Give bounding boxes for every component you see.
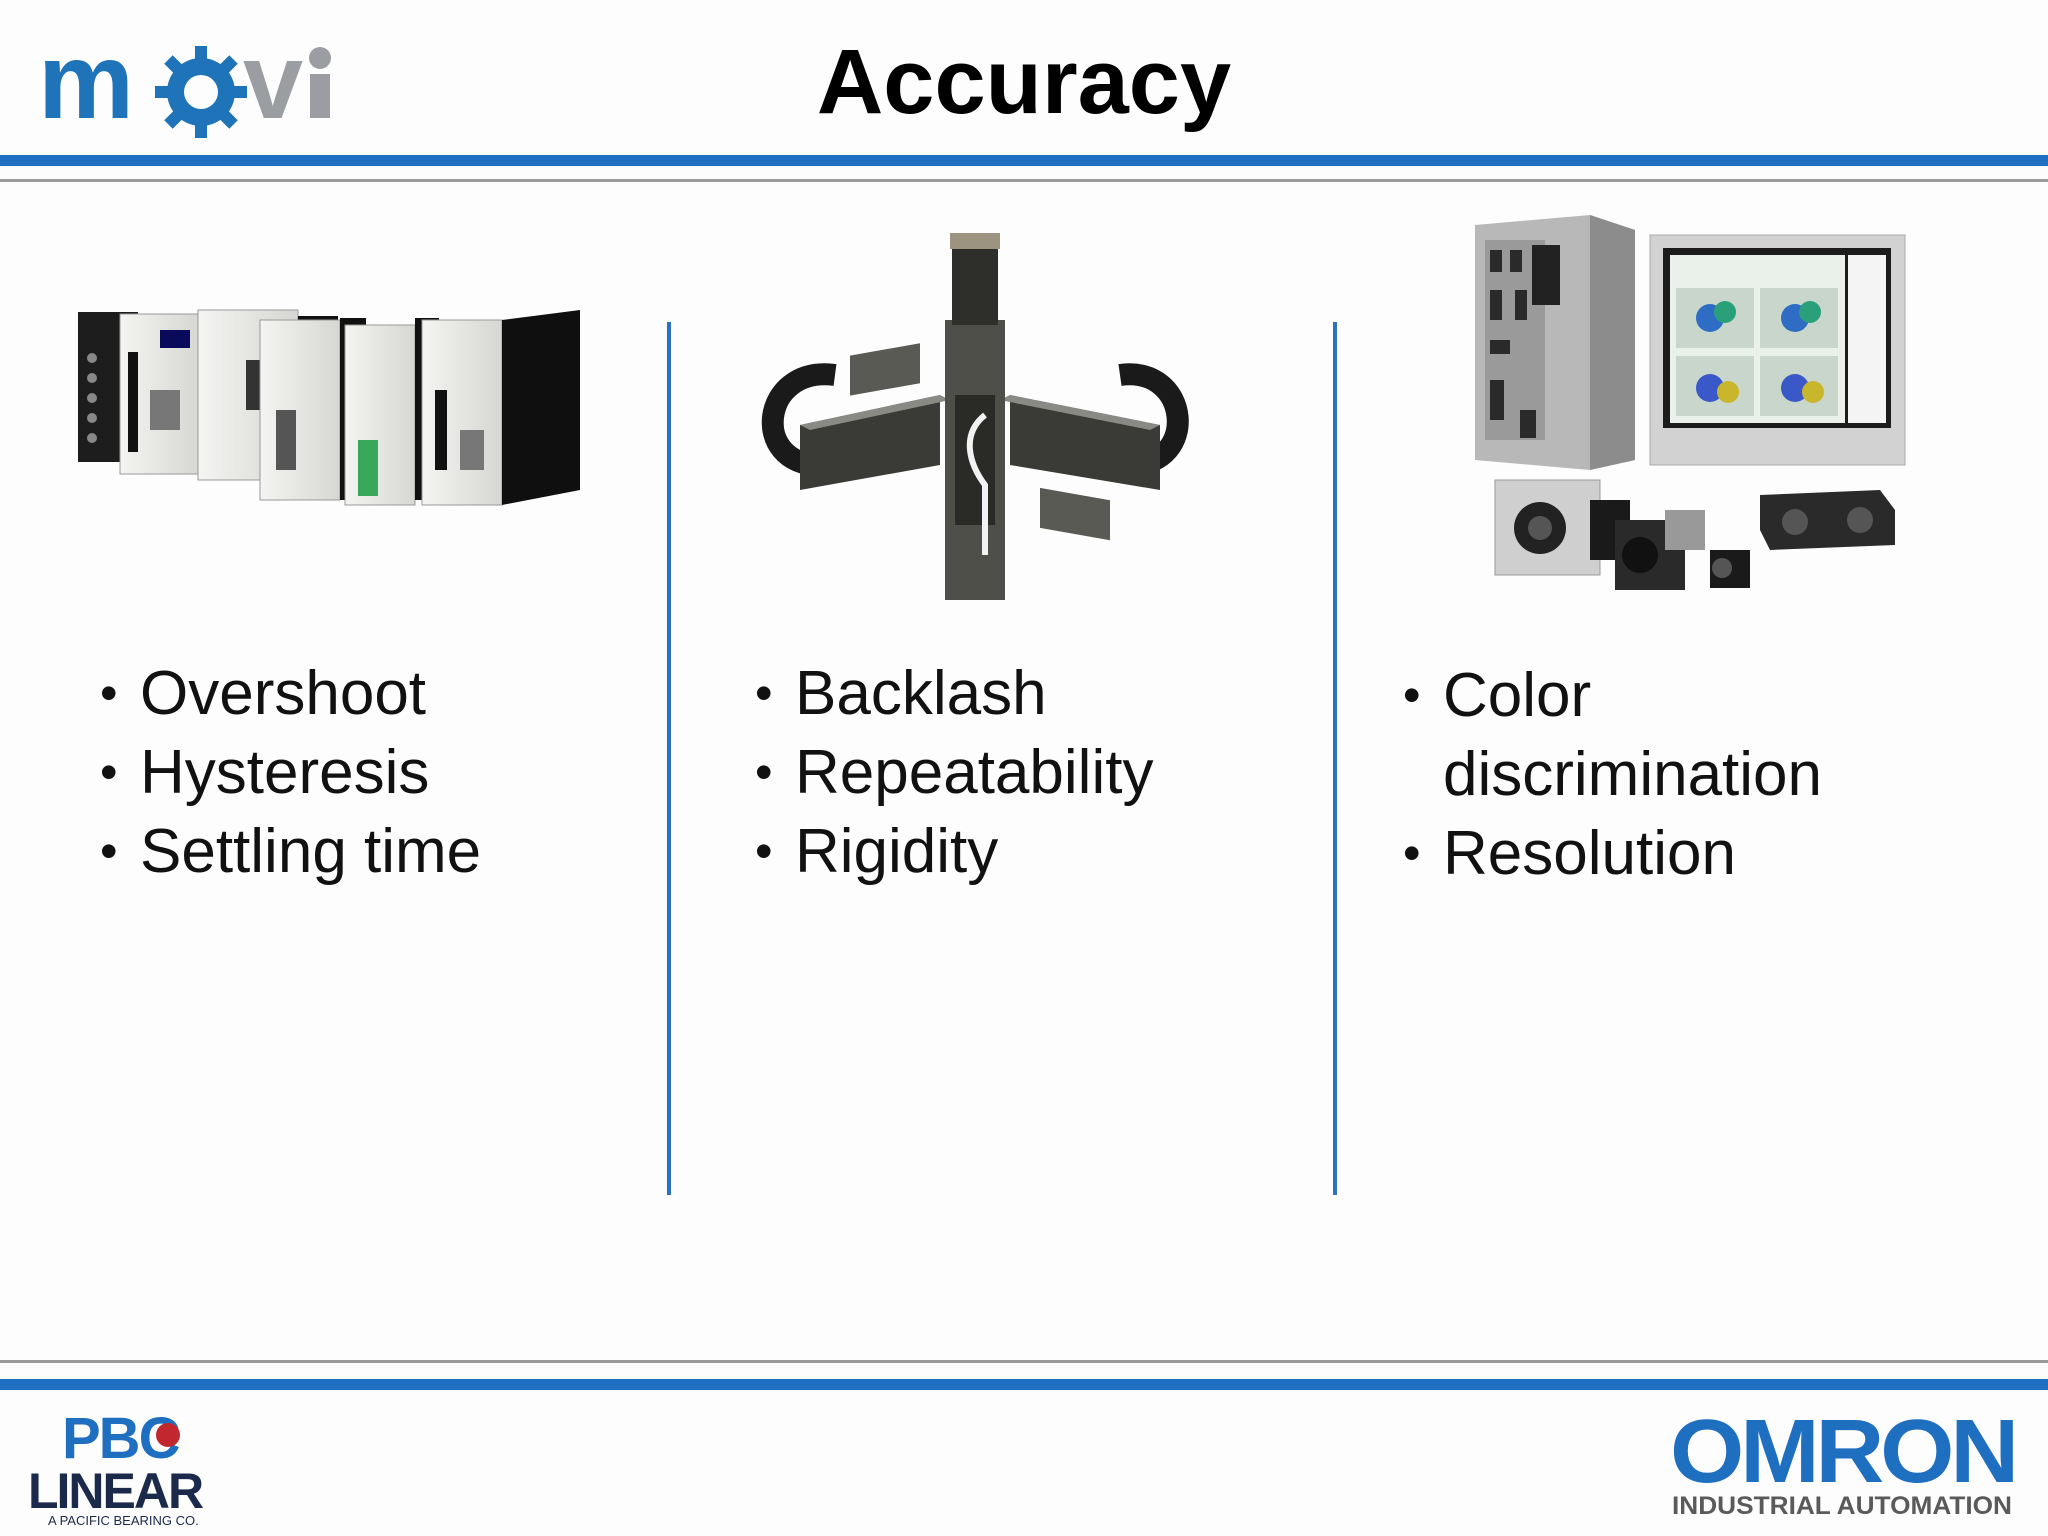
bullet-item: Overshoot — [100, 654, 481, 733]
bullet-item: Color discrimination — [1403, 656, 1963, 814]
bullet-list-servo: Overshoot Hysteresis Settling time — [100, 654, 481, 891]
header-grey-rule — [0, 179, 2048, 182]
column-divider — [667, 322, 671, 1195]
svg-text:LINEAR: LINEAR — [28, 1463, 204, 1519]
movi-logo: m v — [38, 30, 331, 140]
linear-stage-image — [761, 233, 1189, 600]
footer-grey-rule — [0, 1360, 2048, 1363]
svg-text:A PACIFIC BEARING CO.: A PACIFIC BEARING CO. — [48, 1513, 199, 1528]
bullet-item: Settling time — [100, 812, 481, 891]
motion-controller-image — [78, 309, 580, 506]
omron-logo: OMRON INDUSTRIAL AUTOMATION — [1670, 1410, 2019, 1520]
svg-text:OMRON: OMRON — [1670, 1410, 2015, 1502]
bullet-item: Repeatability — [755, 733, 1153, 812]
column-divider — [1333, 322, 1337, 1195]
header-blue-rule — [0, 155, 2048, 166]
bullet-item: Rigidity — [755, 812, 1153, 891]
svg-text:INDUSTRIAL AUTOMATION: INDUSTRIAL AUTOMATION — [1672, 1492, 2012, 1520]
bullet-item: Hysteresis — [100, 733, 481, 812]
bullet-item: Backlash — [755, 654, 1153, 733]
slide-title: Accuracy — [816, 31, 1232, 133]
bullet-item: Resolution — [1403, 814, 1963, 893]
svg-text:v: v — [243, 30, 303, 140]
bullet-list-vision: Color discrimination Resolution — [1403, 656, 1963, 893]
bullet-list-mechanics: Backlash Repeatability Rigidity — [755, 654, 1153, 891]
vision-system-image — [1475, 215, 1906, 590]
footer-blue-rule — [0, 1379, 2048, 1390]
pbc-linear-logo: PBC LINEAR A PACIFIC BEARING CO. — [28, 1408, 206, 1528]
svg-text:m: m — [38, 30, 130, 140]
